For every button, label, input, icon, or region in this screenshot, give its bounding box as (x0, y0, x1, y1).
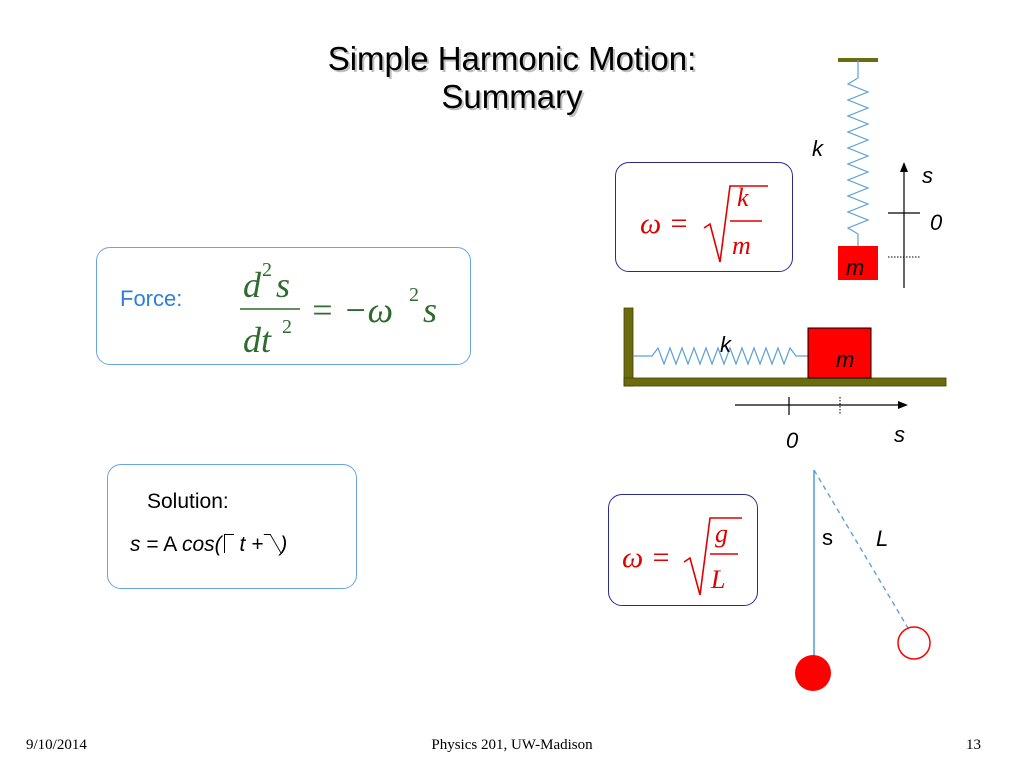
vertical-s-label: s (922, 163, 933, 188)
horizontal-zero-label: 0 (786, 428, 799, 453)
horizontal-k-label: k (720, 332, 732, 357)
wall (623, 307, 634, 387)
force-box (96, 247, 471, 365)
pendulum-diagram: s L (795, 469, 931, 691)
omega-spring-den: m (732, 231, 751, 260)
eq-den-dt: dt (243, 320, 272, 360)
omega-pendulum-den: L (710, 565, 725, 594)
solution-box (107, 464, 357, 589)
sqrt-icon (683, 517, 742, 596)
footer-page-number: 13 (966, 737, 981, 753)
horizontal-spring-diagram: k m 0 s (623, 307, 947, 453)
pendulum-L-label: L (876, 526, 888, 551)
footer-course: Physics 201, UW-Madison (431, 737, 593, 753)
vertical-zero-label: 0 (930, 210, 943, 235)
sqrt-icon (703, 185, 768, 263)
eq-rhs: = −ω (310, 290, 393, 330)
omega-spring-num: k (737, 183, 749, 212)
slide-title: Simple Harmonic Motion: Summary (0, 40, 1024, 116)
omega-pendulum-num: g (715, 519, 728, 548)
pendulum-displaced-string (813, 469, 909, 629)
arrow-up-icon (900, 162, 908, 172)
solution-eq-a: = A (140, 533, 182, 556)
solution-close: ) (280, 533, 288, 556)
vertical-k-label: k (812, 136, 824, 161)
floor (623, 377, 947, 387)
arrow-right-icon (898, 401, 908, 409)
horizontal-m-label: m (836, 347, 854, 372)
omega-pendulum-lhs: ω = (622, 541, 671, 574)
solution-s: s (130, 533, 141, 556)
horizontal-mass (807, 327, 872, 379)
horizontal-spring (633, 346, 808, 366)
vertical-m-label: m (846, 255, 864, 280)
missing-glyph-icon (223, 534, 234, 553)
force-label: Force: (120, 286, 183, 311)
eq-rhs-s: s (423, 290, 437, 330)
eq-num-s: s (276, 265, 290, 305)
vertical-spring (846, 77, 870, 235)
solution-t-plus: t + (233, 533, 270, 556)
omega-pendulum-equation: ω = g L (622, 517, 742, 596)
eq-den-exp: 2 (282, 316, 292, 338)
force-equation: d 2 s dt 2 = −ω 2 s (240, 259, 437, 360)
solution-label: Solution: (147, 490, 229, 513)
omega-pendulum-box (608, 494, 758, 606)
pendulum-bob (795, 655, 831, 691)
omega-spring-box (615, 162, 793, 272)
solution-cos: cos( (181, 533, 222, 556)
horizontal-s-label: s (894, 422, 905, 447)
footer-date: 9/10/2014 (26, 737, 87, 753)
vertical-mass (838, 246, 878, 280)
title-line-1: Simple Harmonic Motion: (327, 40, 697, 77)
pendulum-displaced-bob (897, 626, 931, 660)
eq-rhs-exp: 2 (409, 284, 419, 306)
vertical-spring-diagram: k s 0 m (812, 58, 943, 288)
omega-spring-equation: ω = k m (640, 183, 768, 263)
title-line-2: Summary (441, 78, 583, 115)
solution-equation: s = A cos( t + ) (130, 533, 287, 557)
omega-spring-lhs: ω = (640, 207, 689, 240)
pendulum-s-label: s (822, 525, 833, 550)
eq-num-exp: 2 (262, 259, 272, 281)
eq-num-d: d (243, 265, 262, 305)
